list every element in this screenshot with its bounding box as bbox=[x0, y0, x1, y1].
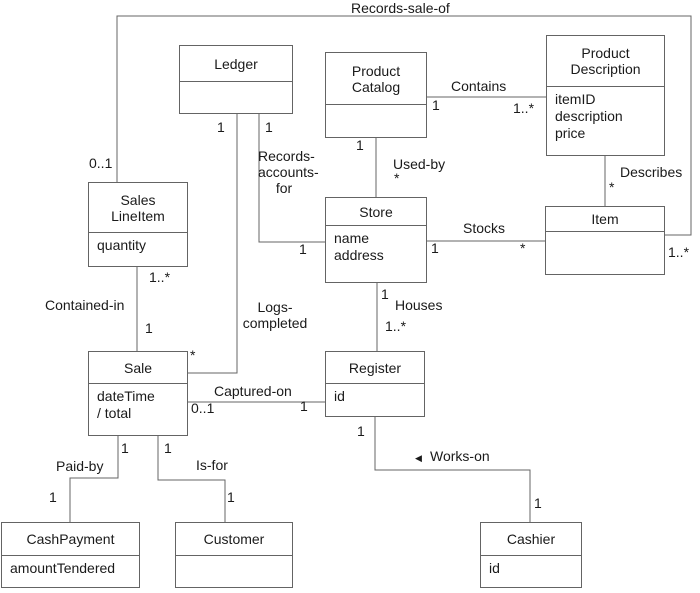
class-name-register: Register bbox=[326, 352, 424, 384]
class-attributes-customer bbox=[176, 556, 292, 560]
class-attributes-cash-payment: amountTendered bbox=[10, 560, 116, 576]
association-line-records-accounts-for bbox=[258, 114, 325, 243]
class-attributes-item bbox=[546, 232, 664, 236]
class-attributes-cashier: id bbox=[489, 560, 500, 576]
class-name-cash-payment: CashPayment bbox=[2, 523, 139, 556]
class-name-store: Store bbox=[326, 198, 426, 226]
class-attributes-store: name address bbox=[334, 230, 384, 263]
multiplicity-stocks-near-store: 1 bbox=[431, 240, 439, 256]
multiplicity-stocks-near-item: * bbox=[520, 240, 526, 256]
assoc-label-contains: Contains bbox=[451, 78, 507, 94]
class-name-sales-line-item: Sales LineItem bbox=[89, 183, 187, 233]
assoc-label-contained-in: Contained-in bbox=[45, 297, 125, 313]
multiplicity-records-accounts-for-near-store: 1 bbox=[299, 241, 307, 257]
class-name-item: Item bbox=[546, 207, 664, 232]
multiplicity-records-sale-of-near-line-item: 0..1 bbox=[89, 155, 113, 171]
class-name-ledger: Ledger bbox=[180, 46, 292, 82]
multiplicity-logs-completed-near-sale: * bbox=[190, 347, 196, 363]
class-attributes-register: id bbox=[334, 388, 345, 404]
multiplicity-used-by-near-catalog: 1 bbox=[356, 137, 364, 153]
class-box-cash-payment: CashPayment amountTendered bbox=[1, 522, 140, 588]
assoc-label-houses: Houses bbox=[395, 297, 443, 313]
class-box-cashier: Cashier id bbox=[480, 522, 582, 588]
multiplicity-records-accounts-for-near-ledger: 1 bbox=[265, 119, 273, 135]
assoc-label-records-sale-of: Records-sale-of bbox=[351, 0, 450, 16]
multiplicity-used-by-near-store: * bbox=[394, 170, 400, 186]
class-box-register: Register id bbox=[325, 351, 425, 417]
multiplicity-paid-by-near-sale: 1 bbox=[121, 440, 129, 456]
class-box-store: Store name address bbox=[325, 197, 427, 283]
class-attributes-product-description: itemID description price bbox=[555, 91, 623, 141]
multiplicity-contained-in-near-line-item: 1..* bbox=[149, 269, 171, 285]
class-attributes-ledger bbox=[180, 82, 292, 86]
multiplicity-captured-on-near-register: 1 bbox=[300, 398, 308, 414]
multiplicity-records-sale-of-near-item: 1..* bbox=[668, 244, 690, 260]
class-box-item: Item bbox=[545, 206, 665, 275]
assoc-label-paid-by: Paid-by bbox=[56, 458, 104, 474]
class-name-cashier: Cashier bbox=[481, 523, 581, 556]
works-on-direction-arrow-icon: ◀ bbox=[415, 453, 422, 463]
assoc-label-is-for: Is-for bbox=[196, 457, 228, 473]
assoc-label-works-on: Works-on bbox=[430, 448, 490, 464]
multiplicity-is-for-near-customer: 1 bbox=[227, 489, 235, 505]
multiplicity-contains-near-catalog: 1 bbox=[432, 97, 440, 113]
class-box-ledger: Ledger bbox=[179, 45, 293, 114]
multiplicity-works-on-near-register: 1 bbox=[357, 423, 365, 439]
class-box-product-description: Product Description itemID description p… bbox=[546, 35, 665, 156]
class-attributes-sale: dateTime / total bbox=[97, 388, 155, 421]
assoc-label-used-by: Used-by bbox=[393, 156, 446, 172]
class-name-product-catalog: Product Catalog bbox=[326, 53, 426, 105]
multiplicity-houses-near-store: 1 bbox=[381, 286, 389, 302]
assoc-label-captured-on: Captured-on bbox=[214, 383, 292, 399]
class-name-sale: Sale bbox=[89, 352, 187, 384]
association-line-paid-by bbox=[69, 436, 119, 522]
multiplicity-describes-near-item: * bbox=[609, 179, 615, 195]
multiplicity-contains-near-description: 1..* bbox=[513, 100, 535, 116]
class-attributes-sales-line-item: quantity bbox=[97, 237, 147, 253]
class-box-product-catalog: Product Catalog bbox=[325, 52, 427, 138]
multiplicity-works-on-near-cashier: 1 bbox=[534, 495, 542, 511]
multiplicity-houses-near-register: 1..* bbox=[385, 318, 407, 334]
class-name-product-description: Product Description bbox=[547, 36, 664, 87]
assoc-label-logs-completed: Logs- completed bbox=[242, 299, 308, 331]
class-box-sales-line-item: Sales LineItem quantity bbox=[88, 182, 188, 267]
class-attributes-product-catalog bbox=[326, 105, 426, 109]
class-box-sale: Sale dateTime / total bbox=[88, 351, 188, 436]
multiplicity-logs-completed-near-ledger: 1 bbox=[217, 119, 225, 135]
class-box-customer: Customer bbox=[175, 522, 293, 588]
association-line-is-for bbox=[157, 436, 226, 522]
assoc-label-describes: Describes bbox=[620, 164, 683, 180]
assoc-label-stocks: Stocks bbox=[463, 220, 506, 236]
association-line-logs-completed bbox=[188, 114, 238, 374]
multiplicity-paid-by-near-cash-payment: 1 bbox=[49, 489, 57, 505]
association-line-records-sale-of bbox=[116, 15, 692, 236]
multiplicity-contained-in-near-sale: 1 bbox=[145, 320, 153, 336]
multiplicity-captured-on-near-sale: 0..1 bbox=[191, 400, 215, 416]
association-line-works-on bbox=[374, 417, 531, 522]
class-name-customer: Customer bbox=[176, 523, 292, 556]
assoc-label-records-accounts-for: Records- accounts- for bbox=[258, 148, 319, 196]
multiplicity-is-for-near-sale: 1 bbox=[164, 440, 172, 456]
